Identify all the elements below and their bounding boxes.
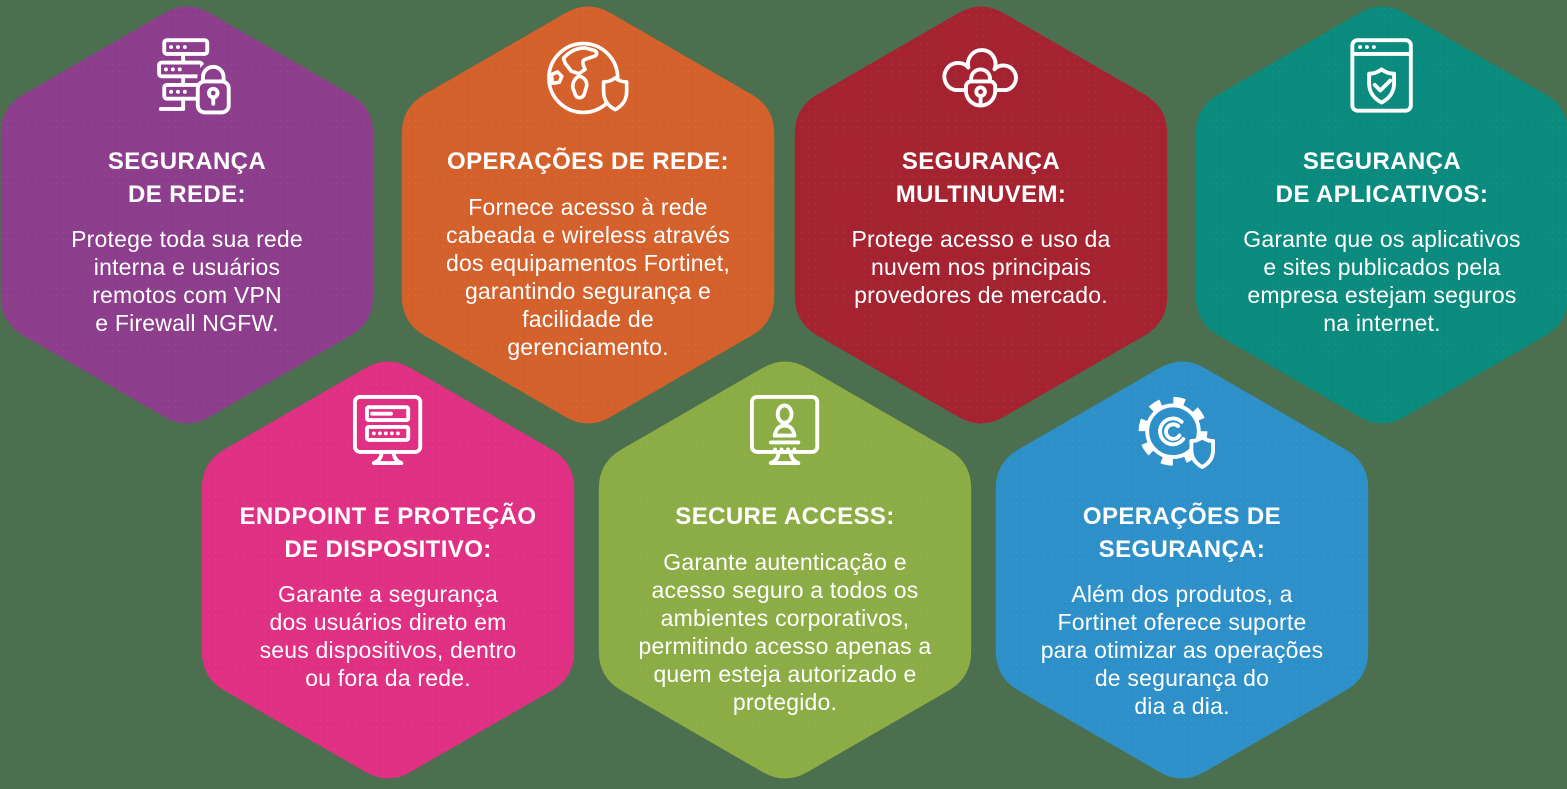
- hexagon-seguranca-de-aplicativos: SEGURANÇA DE APLICATIVOS: Garante que os…: [1194, 0, 1567, 430]
- hexagon-secure-access: SECURE ACCESS: Garante autenticação e ac…: [597, 355, 973, 785]
- hexagon-title: ENDPOINT E PROTEÇÃO DE DISPOSITIVO:: [239, 503, 537, 563]
- hexagon-shape: [0, 6, 374, 424]
- hexagon-title: SEGURANÇA DE APLICATIVOS:: [1275, 148, 1489, 208]
- hexagon-shape: [201, 361, 575, 779]
- monitor-password-icon: [336, 389, 439, 477]
- hexagon-shape: [995, 361, 1369, 779]
- hexagon-body: Além dos produtos, a Fortinet oferece su…: [1040, 581, 1324, 720]
- hexagon-seguranca-multinuvem: SEGURANÇA MULTINUVEM: Protege acesso e u…: [793, 0, 1169, 430]
- hexagon-body: Protege acesso e uso da nuvem nos princi…: [851, 226, 1111, 309]
- gear-shield-icon: [1130, 389, 1233, 477]
- server-lock-icon: [135, 34, 238, 122]
- hexagon-body: Garante autenticação e acesso seguro a t…: [638, 548, 932, 715]
- hexagon-title: OPERAÇÕES DE SEGURANÇA:: [1082, 503, 1282, 563]
- monitor-user-icon: [733, 389, 836, 477]
- hexagon-shape: [401, 6, 775, 424]
- hexagon-operacoes-de-seguranca: OPERAÇÕES DE SEGURANÇA: Além dos produto…: [994, 355, 1370, 785]
- hexagon-title: OPERAÇÕES DE REDE:: [447, 148, 729, 175]
- hexagon-title: SEGURANÇA DE REDE:: [107, 148, 267, 208]
- browser-shield-icon: [1330, 34, 1433, 122]
- hexagon-title: SECURE ACCESS:: [675, 503, 895, 530]
- hexagon-operacoes-de-rede: OPERAÇÕES DE REDE: Fornece acesso à rede…: [400, 0, 776, 430]
- hexagon-shape: [1195, 6, 1567, 424]
- hexagon-body: Fornece acesso à rede cabeada e wireless…: [446, 193, 730, 360]
- hexagon-body: Garante que os aplicativos e sites publi…: [1243, 226, 1521, 337]
- globe-shield-icon: [536, 34, 639, 122]
- hexagon-seguranca-de-rede: SEGURANÇA DE REDE: Protege toda sua rede…: [0, 0, 375, 430]
- cloud-lock-icon: [929, 34, 1032, 122]
- hexagon-body: Protege toda sua rede interna e usuários…: [71, 226, 303, 337]
- hexagon-title: SEGURANÇA MULTINUVEM:: [895, 148, 1067, 208]
- hexagon-shape: [794, 6, 1168, 424]
- hexagon-endpoint-e-protecao: ENDPOINT E PROTEÇÃO DE DISPOSITIVO: Gara…: [200, 355, 576, 785]
- hexagon-shape: [598, 361, 972, 779]
- hexagon-body: Garante a segurança dos usuários direto …: [259, 581, 517, 692]
